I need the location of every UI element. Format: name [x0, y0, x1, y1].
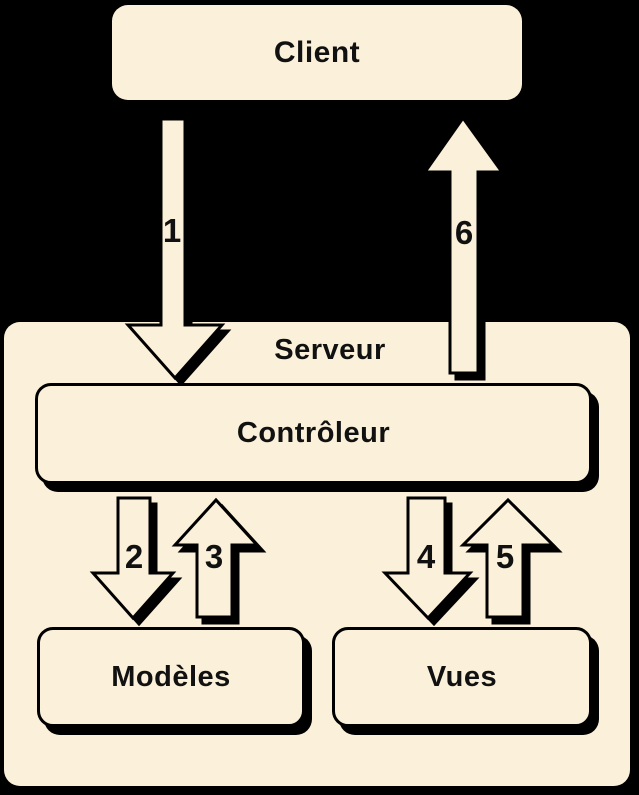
modeles-label: Modèles	[111, 660, 231, 693]
arrow-1-client-to-controleur	[124, 117, 226, 381]
arrow-3-modeles-to-controleur	[171, 497, 261, 619]
arrow-4-controleur-to-vues	[381, 496, 474, 621]
serveur-label: Serveur	[274, 334, 386, 366]
client-node: Client	[112, 5, 522, 100]
controleur-label: Contrôleur	[236, 417, 391, 449]
vues-label: Vues	[426, 660, 498, 693]
client-label: Client	[273, 35, 361, 69]
arrow-6-label: 6	[454, 214, 474, 251]
modeles-node: Modèles	[37, 627, 305, 727]
arrow-2-label: 2	[124, 538, 144, 575]
vues-node: Vues	[332, 627, 592, 727]
controleur-node: Contrôleur	[35, 383, 592, 484]
arrow-2-controleur-to-modeles	[89, 496, 177, 621]
arrow-5-vues-to-controleur	[459, 497, 557, 619]
arrow-3-label: 3	[204, 538, 224, 575]
arrow-1-label: 1	[162, 212, 182, 249]
arrow-5-label: 5	[495, 538, 515, 575]
arrow-4-label: 4	[416, 538, 436, 575]
arrow-6-controleur-to-client	[422, 115, 505, 375]
